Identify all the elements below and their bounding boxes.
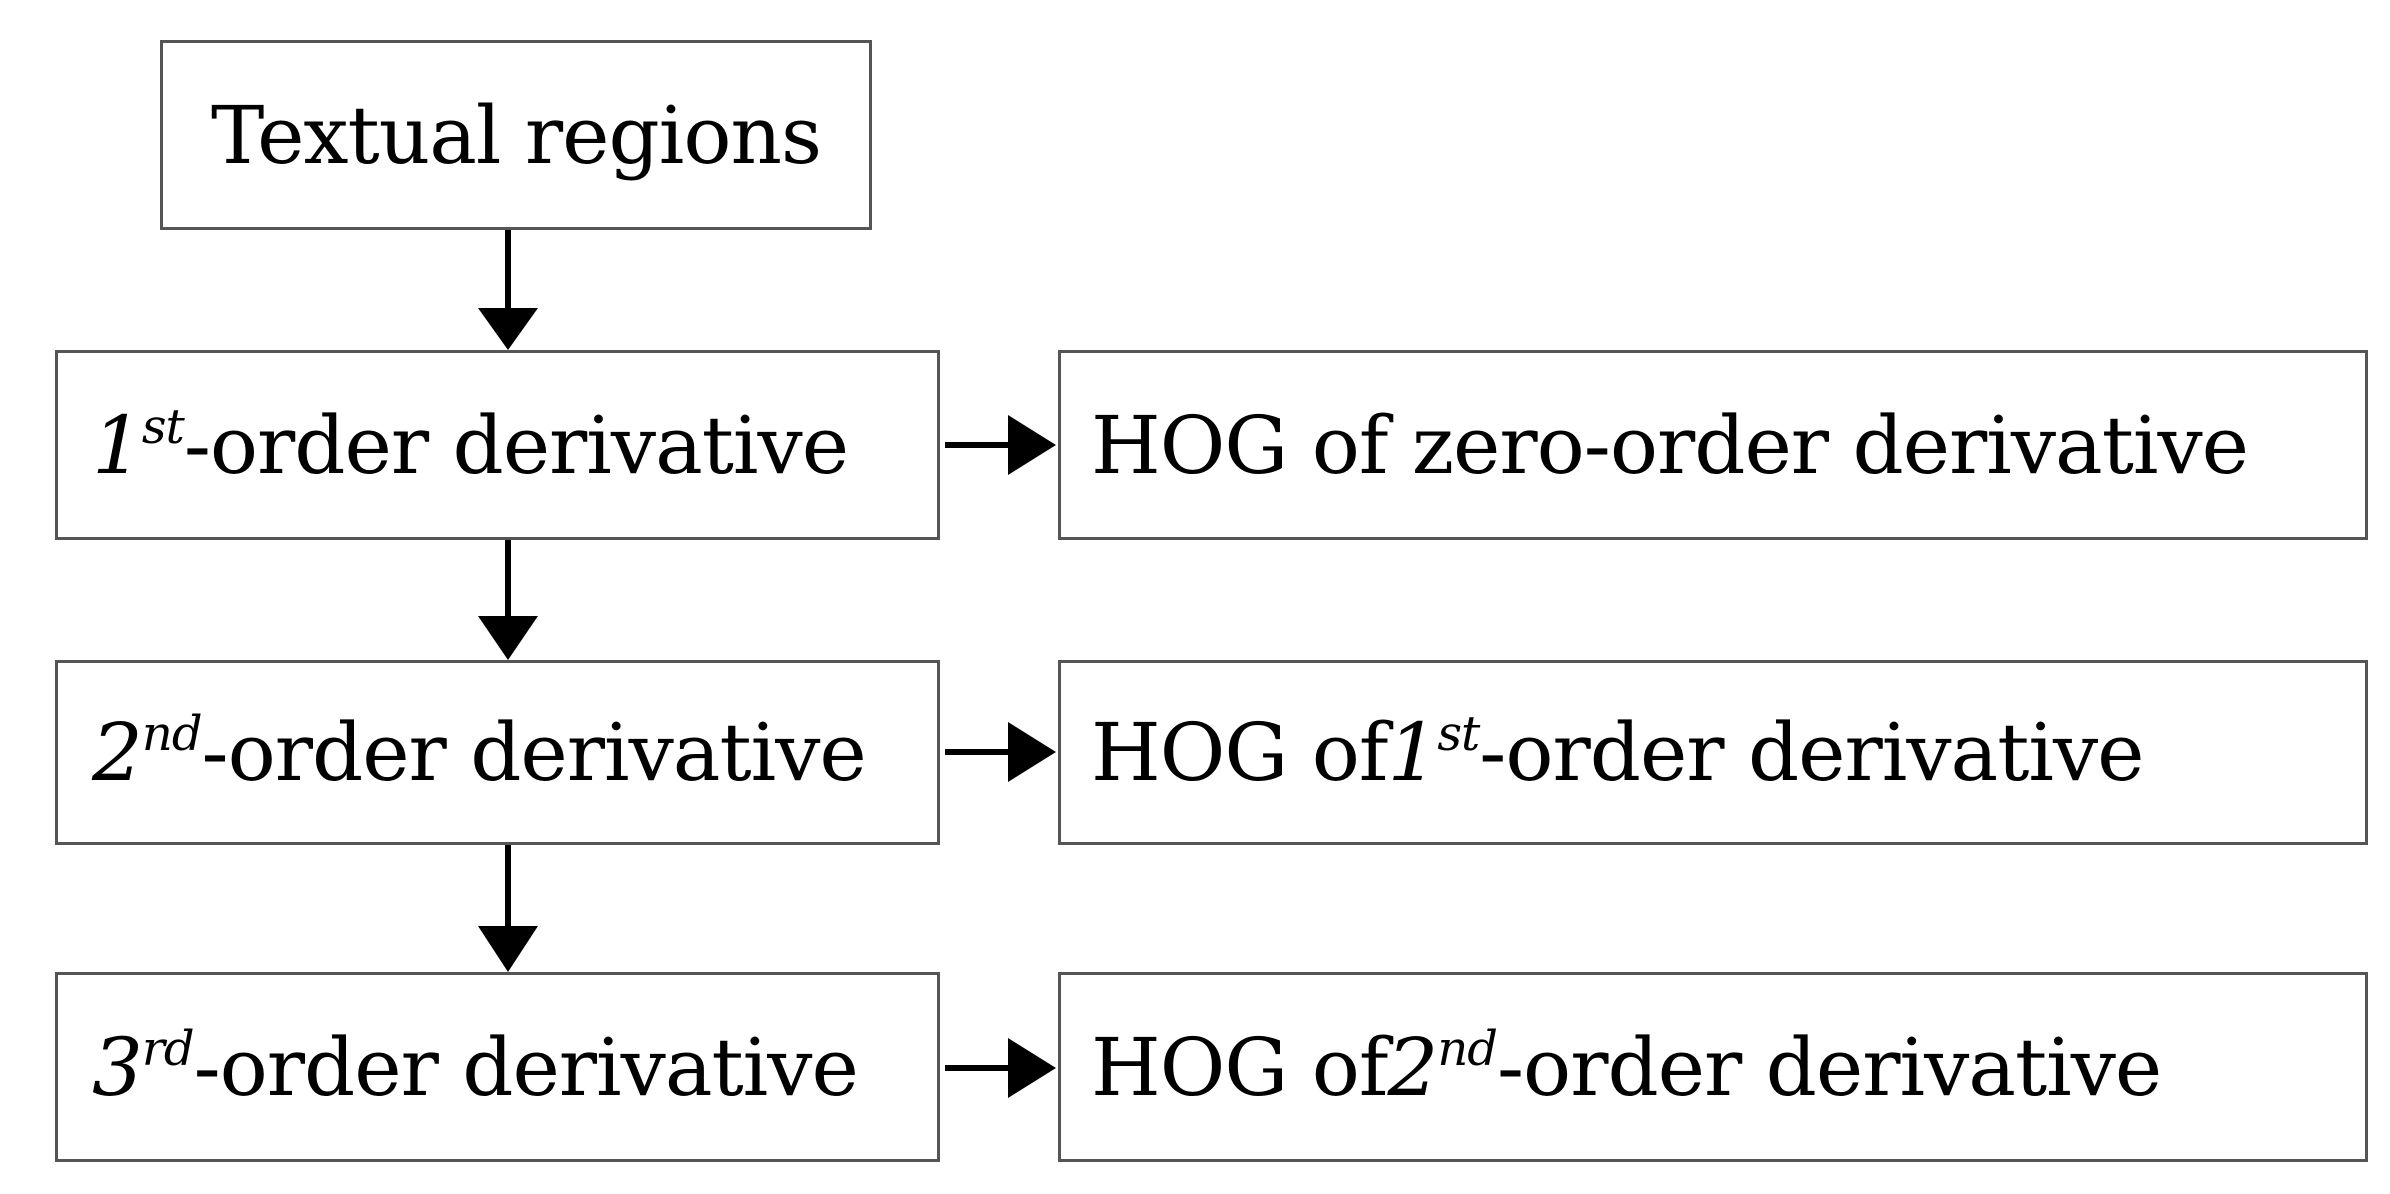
arrowhead-down-1	[478, 308, 538, 350]
third-order-derivative-box: 3rd-order derivative	[55, 972, 940, 1162]
hog-zero-order-box: HOG of zero-order derivative	[1058, 350, 2368, 540]
order-number: 2nd	[92, 706, 203, 799]
second-order-derivative-box: 2nd-order derivative	[55, 660, 940, 845]
order-number: 3rd	[92, 1020, 195, 1114]
order-number: 2nd	[1387, 1020, 1498, 1114]
hog-first-order-box: HOG of 1st-order derivative	[1058, 660, 2368, 845]
order-label: -order derivative	[193, 1020, 859, 1114]
textual-regions-box: Textual regions	[160, 40, 872, 230]
textual-regions-label: Textual regions	[210, 88, 822, 182]
arrowhead-right-2	[1008, 722, 1056, 782]
hog-prefix: HOG of	[1091, 1020, 1388, 1114]
hog-second-order-box: HOG of 2nd-order derivative	[1058, 972, 2368, 1162]
order-label: -order derivative	[201, 706, 867, 799]
arrowhead-down-3	[478, 926, 538, 972]
hog-label: HOG of zero-order derivative	[1091, 398, 2249, 492]
first-order-derivative-box: 1st-order derivative	[55, 350, 940, 540]
order-number: 1st	[1387, 706, 1480, 799]
order-label: -order derivative	[183, 398, 849, 492]
arrowhead-right-1	[1008, 415, 1056, 475]
hog-prefix: HOG of	[1091, 706, 1388, 799]
order-label: -order derivative	[1497, 1020, 2162, 1114]
arrowhead-right-3	[1008, 1038, 1056, 1098]
order-label: -order derivative	[1479, 706, 2144, 799]
arrowhead-down-2	[478, 616, 538, 660]
order-number: 1st	[92, 398, 185, 492]
